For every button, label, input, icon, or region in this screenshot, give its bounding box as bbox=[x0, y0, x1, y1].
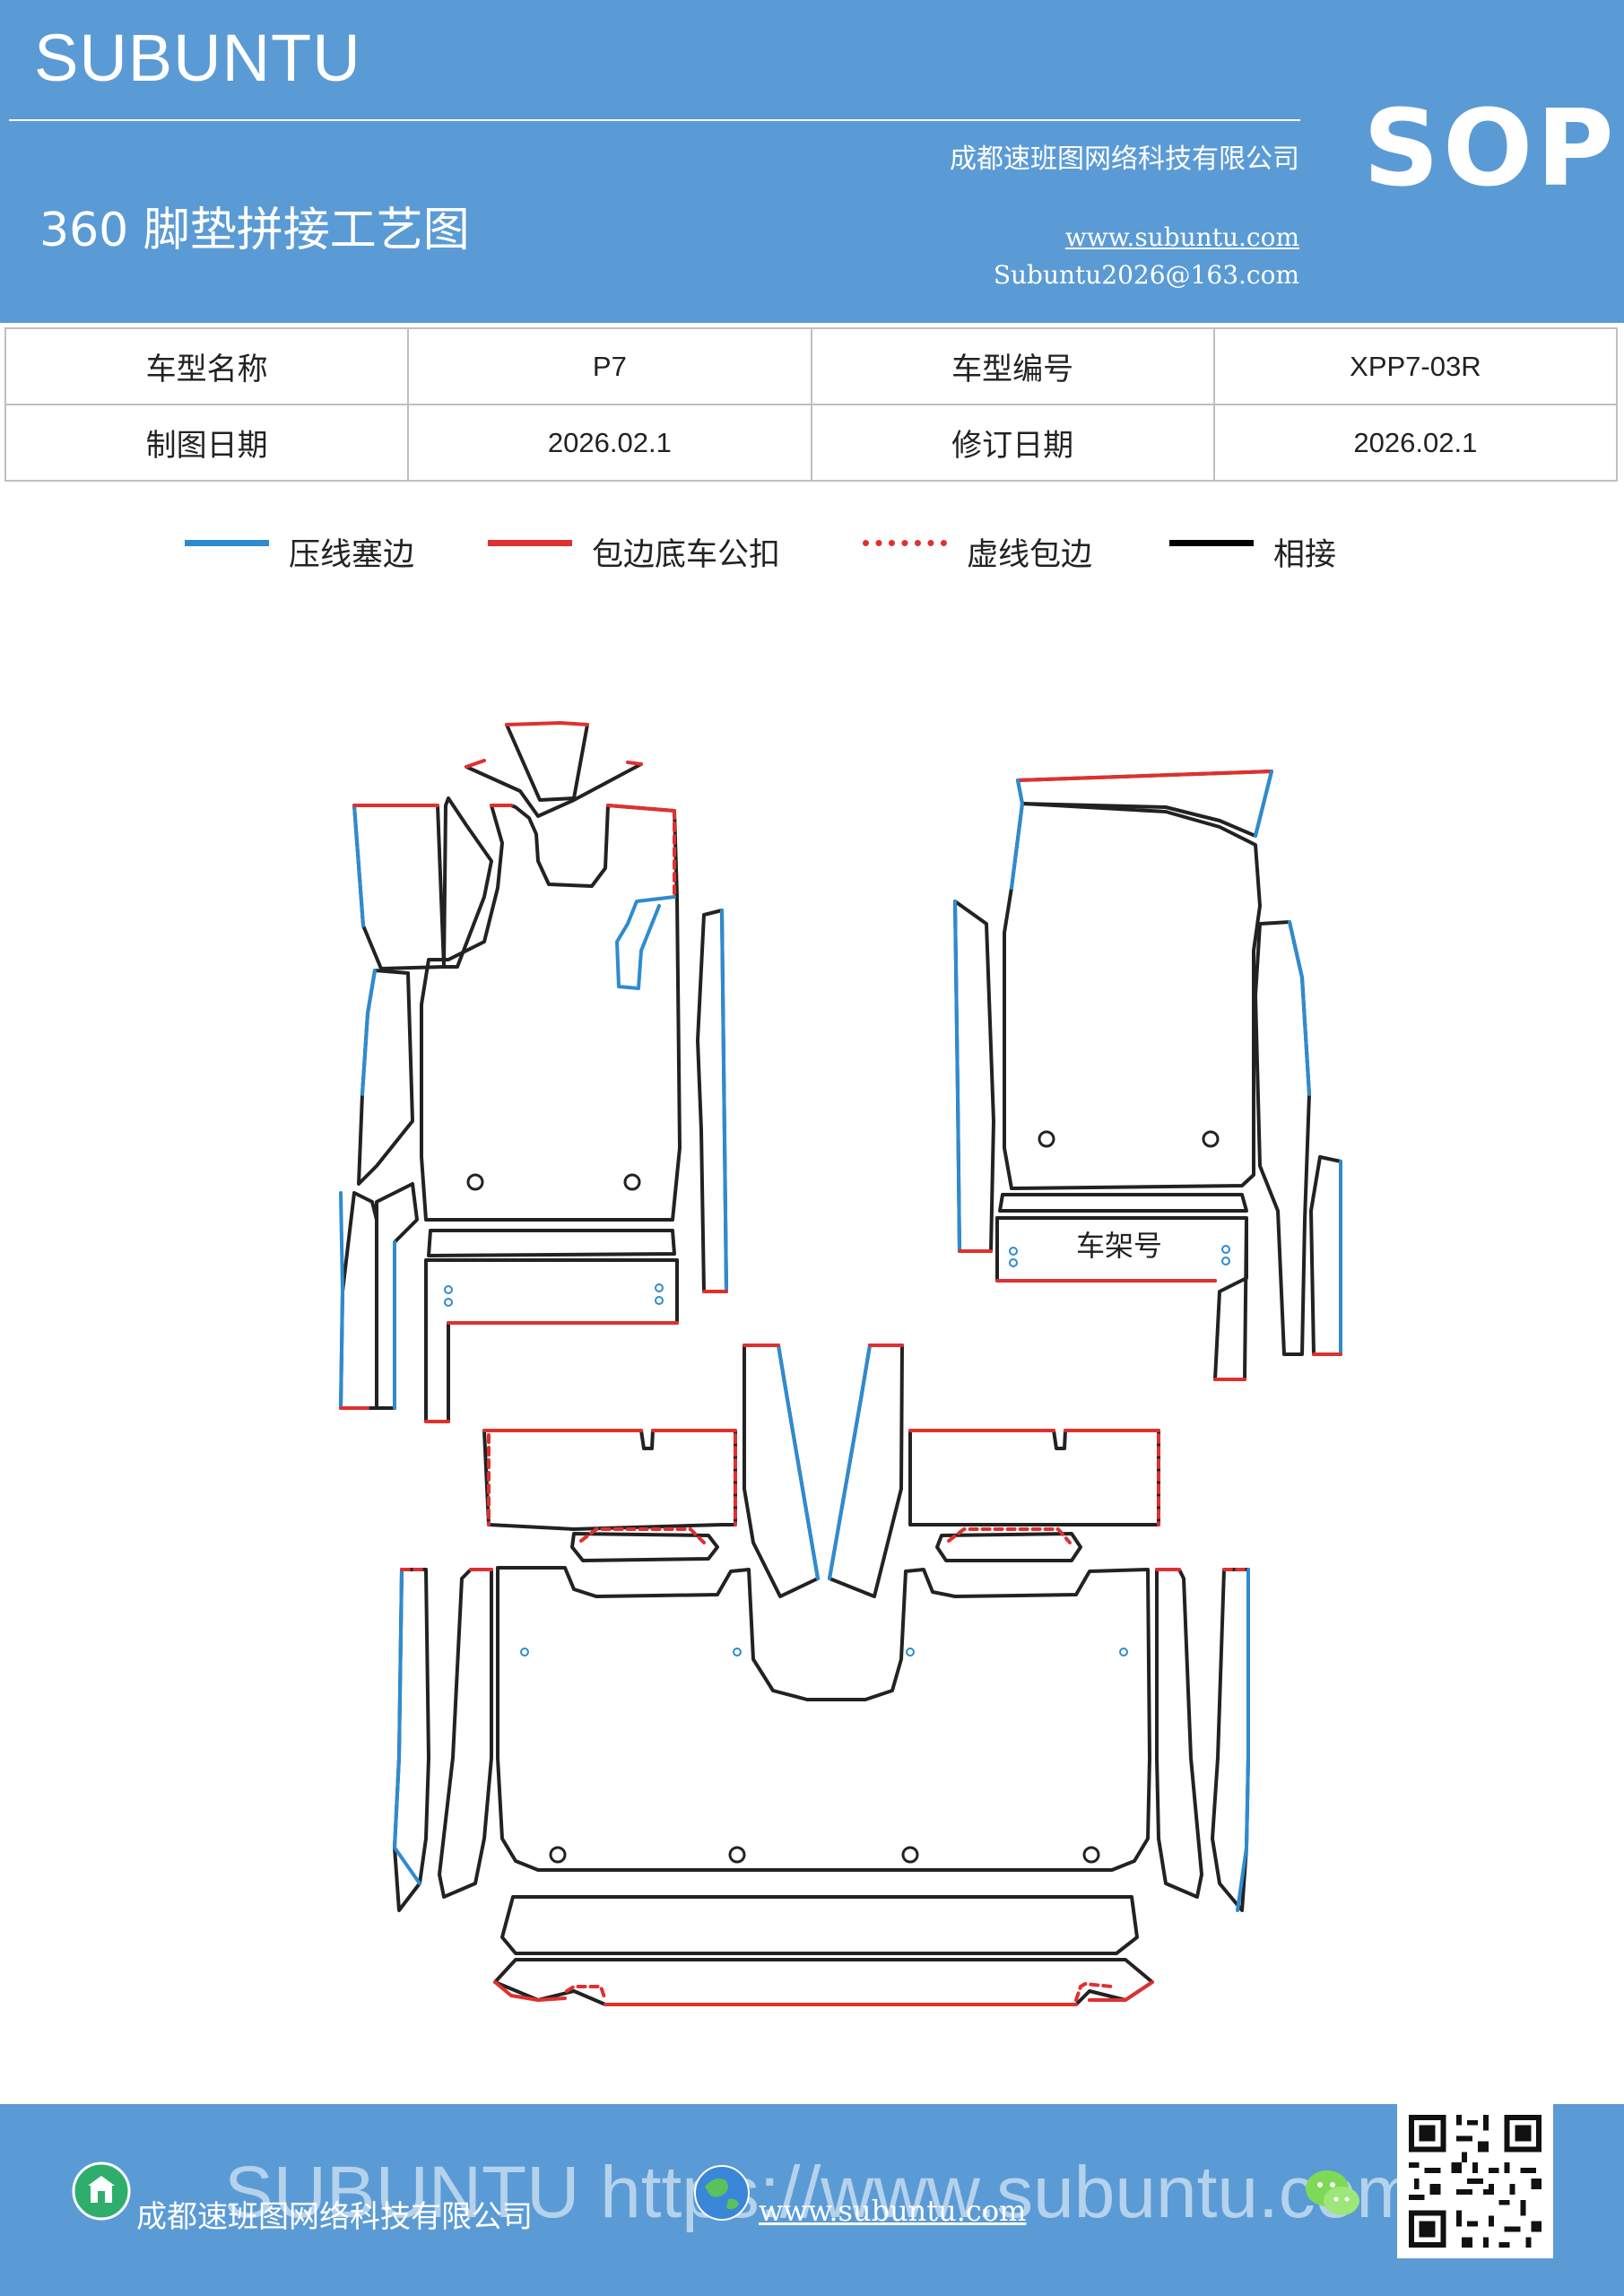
footer-company: 成都速班图网络科技有限公司 bbox=[136, 2199, 533, 2235]
draw-date-label: 制图日期 bbox=[4, 404, 410, 482]
wechat-icon bbox=[1306, 2170, 1359, 2215]
legend-swatch bbox=[863, 540, 947, 546]
revise-date-value: 2026.02.1 bbox=[1212, 404, 1619, 482]
passenger-mat-holes bbox=[1009, 1130, 1230, 1267]
footer-website[interactable]: www.subuntu.com bbox=[759, 2194, 1027, 2228]
revise-date-label: 修订日期 bbox=[810, 404, 1215, 482]
table-row: 制图日期 2026.02.1 修订日期 2026.02.1 bbox=[4, 404, 1619, 482]
driver-mat-group bbox=[339, 721, 728, 1423]
footer-watermark: SUBUNTU https://www.subuntu.com bbox=[224, 2152, 1418, 2233]
model-code-value: XPP7-03R bbox=[1212, 327, 1619, 405]
sop-label: SOP bbox=[1363, 86, 1618, 210]
legend-swatch bbox=[1169, 540, 1254, 546]
floor-mat-drawing: 车架号 bbox=[339, 721, 1342, 2006]
brand-logo: SUBUNTU bbox=[34, 21, 361, 95]
model-code-label: 车型编号 bbox=[810, 327, 1215, 405]
table-row: 车型名称 P7 车型编号 XPP7-03R bbox=[4, 327, 1619, 405]
qr-code[interactable] bbox=[1397, 2104, 1553, 2258]
email-address: Subuntu2026@163.com bbox=[993, 260, 1299, 290]
rear-mat-group bbox=[393, 1344, 1250, 2006]
legend-label: 虚线包边 bbox=[967, 537, 1093, 573]
globe-icon bbox=[694, 2165, 750, 2221]
draw-date-value: 2026.02.1 bbox=[407, 404, 812, 482]
building-icon bbox=[72, 2161, 131, 2221]
header-divider bbox=[9, 119, 1300, 121]
legend: 压线塞边 包边底车公扣 虚线包边 相接 bbox=[0, 529, 1624, 574]
legend-label: 压线塞边 bbox=[289, 537, 415, 573]
rear-mat-holes bbox=[520, 1648, 1128, 1864]
passenger-mat-group bbox=[953, 770, 1342, 1381]
header-banner: SUBUNTU SOP 360 脚垫拼接工艺图 成都速班图网络科技有限公司 ww… bbox=[0, 0, 1624, 323]
company-name: 成都速班图网络科技有限公司 bbox=[950, 144, 1299, 175]
document-title: 360 脚垫拼接工艺图 bbox=[39, 204, 470, 257]
model-name-value: P7 bbox=[407, 327, 812, 405]
driver-mat-holes bbox=[444, 1173, 664, 1307]
frame-number-label: 车架号 bbox=[1076, 1229, 1162, 1263]
info-table: 车型名称 P7 车型编号 XPP7-03R 制图日期 2026.02.1 修订日… bbox=[4, 327, 1619, 482]
model-name-label: 车型名称 bbox=[4, 327, 410, 405]
legend-swatch bbox=[185, 540, 269, 546]
website-link[interactable]: www.subuntu.com bbox=[1064, 222, 1299, 252]
legend-label: 相接 bbox=[1273, 537, 1337, 573]
legend-swatch bbox=[488, 540, 572, 546]
footer-banner: SUBUNTU https://www.subuntu.com 成都速班图网络科… bbox=[0, 2104, 1624, 2296]
legend-label: 包边底车公扣 bbox=[592, 537, 781, 573]
